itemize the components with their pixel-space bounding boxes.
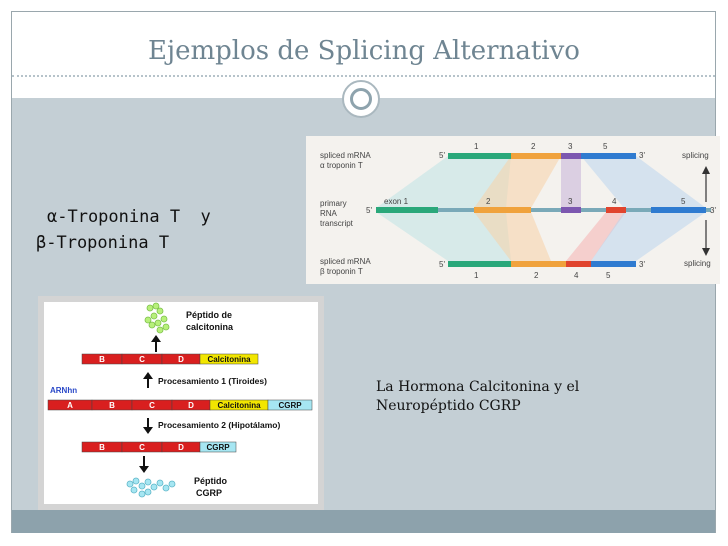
top-exon-1: 1 bbox=[474, 142, 479, 151]
mid-exon-3: 3 bbox=[568, 197, 573, 206]
row2-seg-b: B bbox=[109, 401, 115, 410]
top-exon-5: 5 bbox=[603, 142, 608, 151]
mid-exon-1: exon 1 bbox=[384, 197, 409, 206]
mid-exon-4: 4 bbox=[612, 197, 617, 206]
bot-exon-2: 2 bbox=[534, 271, 539, 280]
bot-label-1: spliced mRNA bbox=[320, 257, 371, 266]
row1-seg-d: D bbox=[178, 355, 184, 364]
row2-seg-a: A bbox=[67, 401, 73, 410]
row3-seg-d: D bbox=[178, 443, 184, 452]
mid-label-1: primary bbox=[320, 199, 347, 208]
proc1-label: Procesamiento 1 (Tiroides) bbox=[158, 376, 267, 386]
slide-title: Ejemplos de Splicing Alternativo bbox=[148, 36, 580, 66]
mid-exon-2: 2 bbox=[486, 197, 491, 206]
footer-band bbox=[12, 510, 715, 533]
row1-seg-c: C bbox=[139, 355, 145, 364]
mid-label-3: transcript bbox=[320, 219, 354, 228]
row2-seg-calcitonina: Calcitonina bbox=[217, 401, 261, 410]
splicing-top-label: splicing bbox=[682, 151, 709, 160]
bot-exon-5: 5 bbox=[606, 271, 611, 280]
troponin-label-alpha: α-Troponina T y bbox=[47, 207, 211, 227]
row1-seg-calcitonina: Calcitonina bbox=[207, 355, 251, 364]
row3-seg-cgrp: CGRP bbox=[206, 443, 230, 452]
top-label-2: α troponin T bbox=[320, 161, 363, 170]
caption-line-2: Neuropéptido CGRP bbox=[376, 398, 521, 414]
splicing-bottom-label: splicing bbox=[684, 259, 711, 268]
row2-seg-d: D bbox=[188, 401, 194, 410]
troponin-splicing-figure: spliced mRNA α troponin T 5' 3' 1 2 3 5 … bbox=[306, 136, 720, 284]
row1-seg-b: B bbox=[99, 355, 105, 364]
mid-exon-5: 5 bbox=[681, 197, 686, 206]
divider-ornament bbox=[342, 80, 380, 118]
proc2-label: Procesamiento 2 (Hipotálamo) bbox=[158, 420, 281, 430]
divider-ornament-ring bbox=[350, 88, 372, 110]
troponin-label-beta: β-Troponina T bbox=[36, 233, 170, 253]
row2-seg-cgrp: CGRP bbox=[278, 401, 302, 410]
peptide-bottom-label-1: Péptido bbox=[194, 476, 228, 486]
mid-3prime: 3' bbox=[710, 206, 716, 215]
row2-seg-c: C bbox=[149, 401, 155, 410]
peptide-top-label-2: calcitonina bbox=[186, 322, 234, 332]
title-divider bbox=[12, 75, 715, 77]
mid-5prime: 5' bbox=[366, 206, 372, 215]
bot-label-2: β troponin T bbox=[320, 267, 363, 276]
top-exon-3: 3 bbox=[568, 142, 573, 151]
peptide-bottom-label-2: CGRP bbox=[196, 488, 222, 498]
row3-seg-c: C bbox=[139, 443, 145, 452]
top-label-1: spliced mRNA bbox=[320, 151, 371, 160]
arnhn-label: ARNhn bbox=[50, 386, 77, 395]
mid-label-2: RNA bbox=[320, 209, 338, 218]
caption-line-1: La Hormona Calcitonina y el bbox=[376, 379, 580, 395]
calcitonin-figure: Péptido de calcitonina B C D Calcitonina… bbox=[38, 296, 324, 510]
top-3prime: 3' bbox=[639, 151, 645, 160]
bot-exon-4: 4 bbox=[574, 271, 579, 280]
row3-seg-b: B bbox=[99, 443, 105, 452]
bot-5prime: 5' bbox=[439, 260, 445, 269]
bot-3prime: 3' bbox=[639, 260, 645, 269]
peptide-top-label-1: Péptido de bbox=[186, 310, 232, 320]
top-exon-2: 2 bbox=[531, 142, 536, 151]
top-5prime: 5' bbox=[439, 151, 445, 160]
caption: La Hormona Calcitonina y el Neuropéptido… bbox=[376, 378, 579, 416]
bot-exon-1: 1 bbox=[474, 271, 479, 280]
